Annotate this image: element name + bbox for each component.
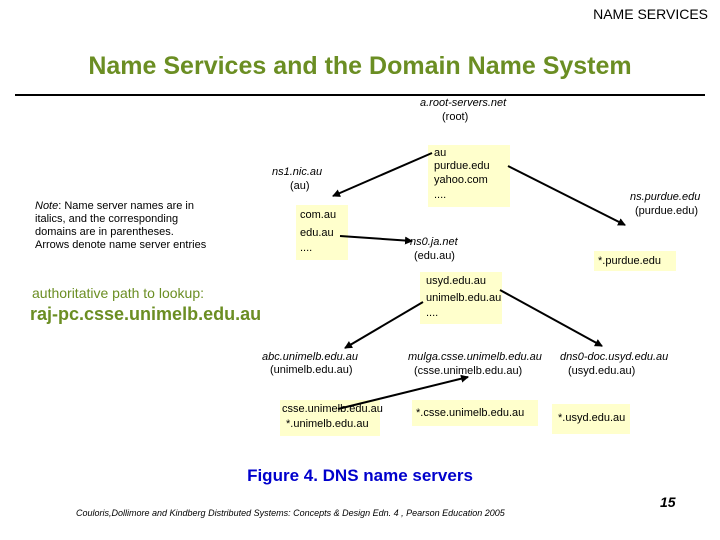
mulga-server-name: mulga.csse.unimelb.edu.au bbox=[408, 351, 542, 363]
mulga-entries-box: *.csse.unimelb.edu.au bbox=[412, 400, 538, 426]
note-line-3: domains are in parentheses. bbox=[35, 226, 174, 238]
ja-entries-box: usyd.edu.au unimelb.edu.au .... bbox=[420, 272, 502, 324]
usyd-entries-box: *.usyd.edu.au bbox=[552, 404, 630, 434]
ja-server-name: ns0.ja.net bbox=[410, 236, 458, 248]
root-entry-4: .... bbox=[434, 189, 447, 201]
mulga-entry-1: *.csse.unimelb.edu.au bbox=[416, 407, 525, 419]
usyd-server-name: dns0-doc.usyd.edu.au bbox=[560, 351, 669, 363]
note-line-4: Arrows denote name server entries bbox=[35, 239, 207, 251]
lookup-value: raj-pc.csse.unimelb.edu.au bbox=[30, 304, 262, 324]
mulga-server-domain: (csse.unimelb.edu.au) bbox=[414, 365, 523, 377]
nic-entry-2: edu.au bbox=[300, 227, 334, 239]
note-line-2: italics, and the corresponding bbox=[35, 213, 179, 225]
nic-entry-1: com.au bbox=[300, 209, 337, 221]
ja-server-domain: (edu.au) bbox=[414, 250, 455, 262]
purdue-entries-box: *.purdue.edu bbox=[594, 251, 676, 271]
unimelb-entry-2: *.unimelb.edu.au bbox=[286, 418, 369, 430]
note-prefix: Note bbox=[35, 200, 59, 212]
unimelb-entry-1: csse.unimelb.edu.au bbox=[282, 403, 383, 415]
page-title: Name Services and the Domain Name System bbox=[88, 52, 632, 80]
root-entry-3: yahoo.com bbox=[434, 174, 488, 186]
unimelb-server-domain: (unimelb.edu.au) bbox=[270, 364, 353, 376]
citation: Couloris,Dollimore and Kindberg Distribu… bbox=[76, 508, 505, 518]
root-server-domain: (root) bbox=[442, 111, 469, 123]
root-entries-box: au purdue.edu yahoo.com .... bbox=[428, 145, 510, 207]
unimelb-entries-box: csse.unimelb.edu.au *.unimelb.edu.au bbox=[280, 400, 383, 436]
page-number: 15 bbox=[660, 494, 676, 510]
title-divider bbox=[15, 94, 705, 96]
purdue-entry-1: *.purdue.edu bbox=[598, 255, 661, 267]
purdue-server-domain: (purdue.edu) bbox=[635, 205, 698, 217]
nic-server-name: ns1.nic.au bbox=[272, 166, 323, 178]
unimelb-server-name: abc.unimelb.edu.au bbox=[262, 351, 359, 363]
root-entry-2: purdue.edu bbox=[434, 160, 490, 172]
header-label: NAME SERVICES bbox=[593, 6, 708, 22]
figure-caption: Figure 4. DNS name servers bbox=[247, 466, 473, 485]
arrow-au-to-nic bbox=[332, 152, 433, 197]
arrow-usyd-to-dns0 bbox=[499, 289, 603, 347]
usyd-server-domain: (usyd.edu.au) bbox=[568, 365, 636, 377]
nic-server-domain: (au) bbox=[290, 180, 310, 192]
ja-entry-3: .... bbox=[426, 307, 439, 319]
root-entry-1: au bbox=[434, 147, 447, 159]
usyd-entry-1: *.usyd.edu.au bbox=[558, 412, 626, 424]
arrow-csse-to-mulga bbox=[337, 374, 469, 410]
note-line-1: : Name server names are in bbox=[58, 200, 194, 212]
root-server-name: a.root-servers.net bbox=[420, 97, 507, 109]
arrow-unimelb-to-abc bbox=[344, 301, 424, 349]
lookup-label: authoritative path to lookup: bbox=[32, 285, 205, 301]
arrow-purdue-to-ns-purdue bbox=[507, 165, 626, 226]
nic-entries-box: com.au edu.au .... bbox=[296, 205, 348, 260]
diagram-note: Note: Name server names are in italics, … bbox=[35, 200, 206, 252]
purdue-server-name: ns.purdue.edu bbox=[630, 191, 701, 203]
ja-entry-1: usyd.edu.au bbox=[426, 275, 486, 287]
nic-entry-3: .... bbox=[300, 242, 313, 254]
arrow-eduau-to-ja bbox=[339, 235, 413, 245]
ja-entry-2: unimelb.edu.au bbox=[426, 292, 502, 304]
